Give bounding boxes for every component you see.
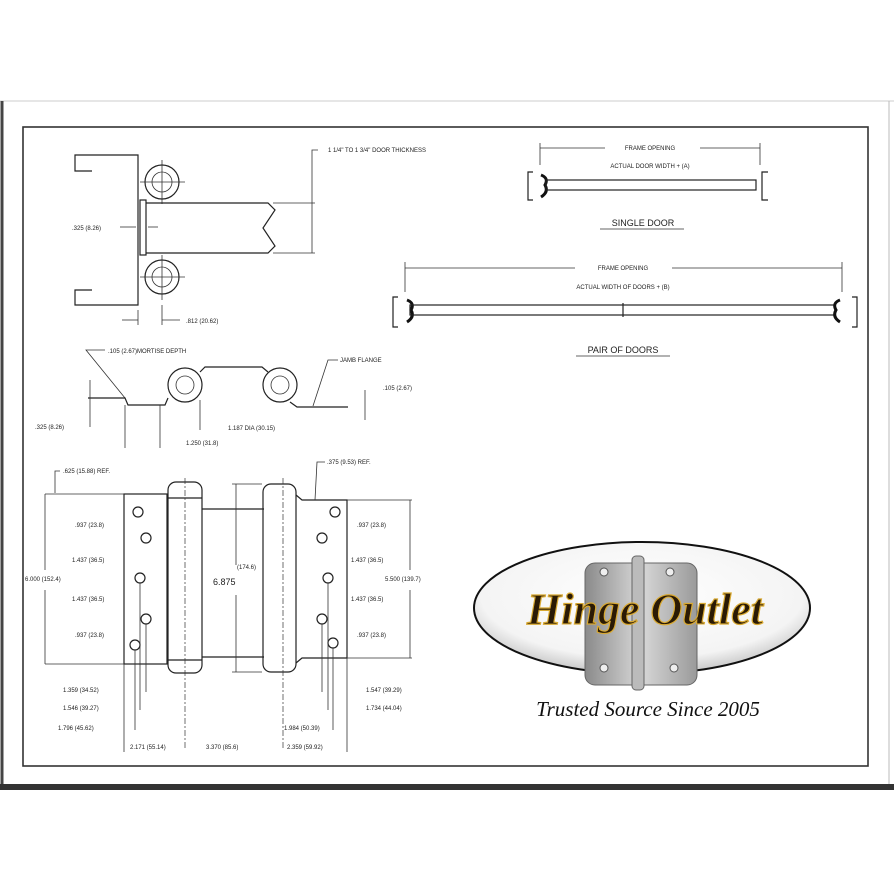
flange-thickness-label: .105 (2.67) — [383, 386, 412, 392]
right-spacing-3: 1.437 (36.5) — [351, 597, 383, 603]
single-door-title: SINGLE DOOR — [612, 218, 675, 228]
barrel-offset-label: .812 (20.62) — [186, 319, 218, 325]
bottom-dim-2: 3.370 (85.6) — [206, 745, 238, 751]
right-hole-offset-3: 1.984 (50.39) — [284, 726, 320, 732]
right-hole-offset-1: 1.547 (39.29) — [366, 688, 402, 694]
jamb-flange-label: JAMB FLANGE — [340, 358, 382, 364]
barrel-height-label: 6.875 — [213, 577, 236, 587]
left-hole-offset-3: 1.796 (45.62) — [58, 726, 94, 732]
right-spacing-2: 1.437 (36.5) — [351, 558, 383, 564]
right-spacing-1: .937 (23.8) — [357, 523, 386, 529]
logo-name: Hinge Outlet — [526, 585, 765, 634]
left-spacing-4: .937 (23.8) — [75, 633, 104, 639]
left-hole-offset-2: 1.546 (39.27) — [63, 706, 99, 712]
single-door-diagram: FRAME OPENING ACTUAL DOOR WIDTH + (A) SI… — [527, 143, 768, 230]
right-ref-label: .375 (9.53) REF. — [327, 460, 371, 466]
hinge-outlet-logo: Hinge Outlet Trusted Source Since 2005 — [473, 541, 811, 721]
right-hole-offset-2: 1.734 (44.04) — [366, 706, 402, 712]
bottom-dim-3: 2.359 (59.92) — [287, 745, 323, 751]
left-hole-offset-1: 1.359 (34.52) — [63, 688, 99, 694]
left-spacing-1: .937 (23.8) — [75, 523, 104, 529]
offset-label: .325 (8.26) — [72, 226, 101, 232]
barrel-dia-label: 1.187 DIA (30.15) — [228, 426, 275, 432]
bottom-dim-1: 2.171 (55.14) — [130, 745, 166, 751]
right-height-label: 5.500 (139.7) — [385, 577, 421, 583]
pair-frame-opening-label: FRAME OPENING — [598, 266, 649, 272]
single-actual-width-label: ACTUAL DOOR WIDTH + (A) — [610, 164, 689, 170]
pair-of-doors-diagram: FRAME OPENING ACTUAL WIDTH OF DOORS + (B… — [392, 262, 858, 357]
mortise-depth-label: .105 (2.67)MORTISE DEPTH — [108, 349, 186, 355]
logo-tagline: Trusted Source Since 2005 — [536, 697, 760, 721]
drawing-border — [22, 126, 869, 767]
right-spacing-4: .937 (23.8) — [357, 633, 386, 639]
single-frame-opening-label: FRAME OPENING — [625, 146, 676, 152]
left-ref-label: .625 (15.88) REF. — [63, 469, 110, 475]
pair-actual-width-label: ACTUAL WIDTH OF DOORS + (B) — [576, 285, 669, 291]
door-thickness-label: 1 1/4" TO 1 3/4" DOOR THICKNESS — [328, 148, 426, 154]
barrel-height-mm-label: (174.6) — [237, 565, 256, 571]
pair-of-doors-title: PAIR OF DOORS — [588, 345, 659, 355]
front-view: .625 (15.88) REF. .375 (9.53) REF. 6.000… — [25, 460, 421, 752]
top-view: 1 1/4" TO 1 3/4" DOOR THICKNESS .325 (8.… — [72, 148, 426, 325]
barrel-spacing-label: 1.250 (31.8) — [186, 441, 218, 447]
left-height-label: 6.000 (152.4) — [25, 577, 61, 583]
mortise-view: .105 (2.67)MORTISE DEPTH JAMB FLANGE .10… — [35, 349, 412, 448]
bottom-band — [0, 784, 894, 790]
left-spacing-2: 1.437 (36.5) — [72, 558, 104, 564]
left-spacing-3: 1.437 (36.5) — [72, 597, 104, 603]
mortise-offset-label: .325 (8.26) — [35, 425, 64, 431]
